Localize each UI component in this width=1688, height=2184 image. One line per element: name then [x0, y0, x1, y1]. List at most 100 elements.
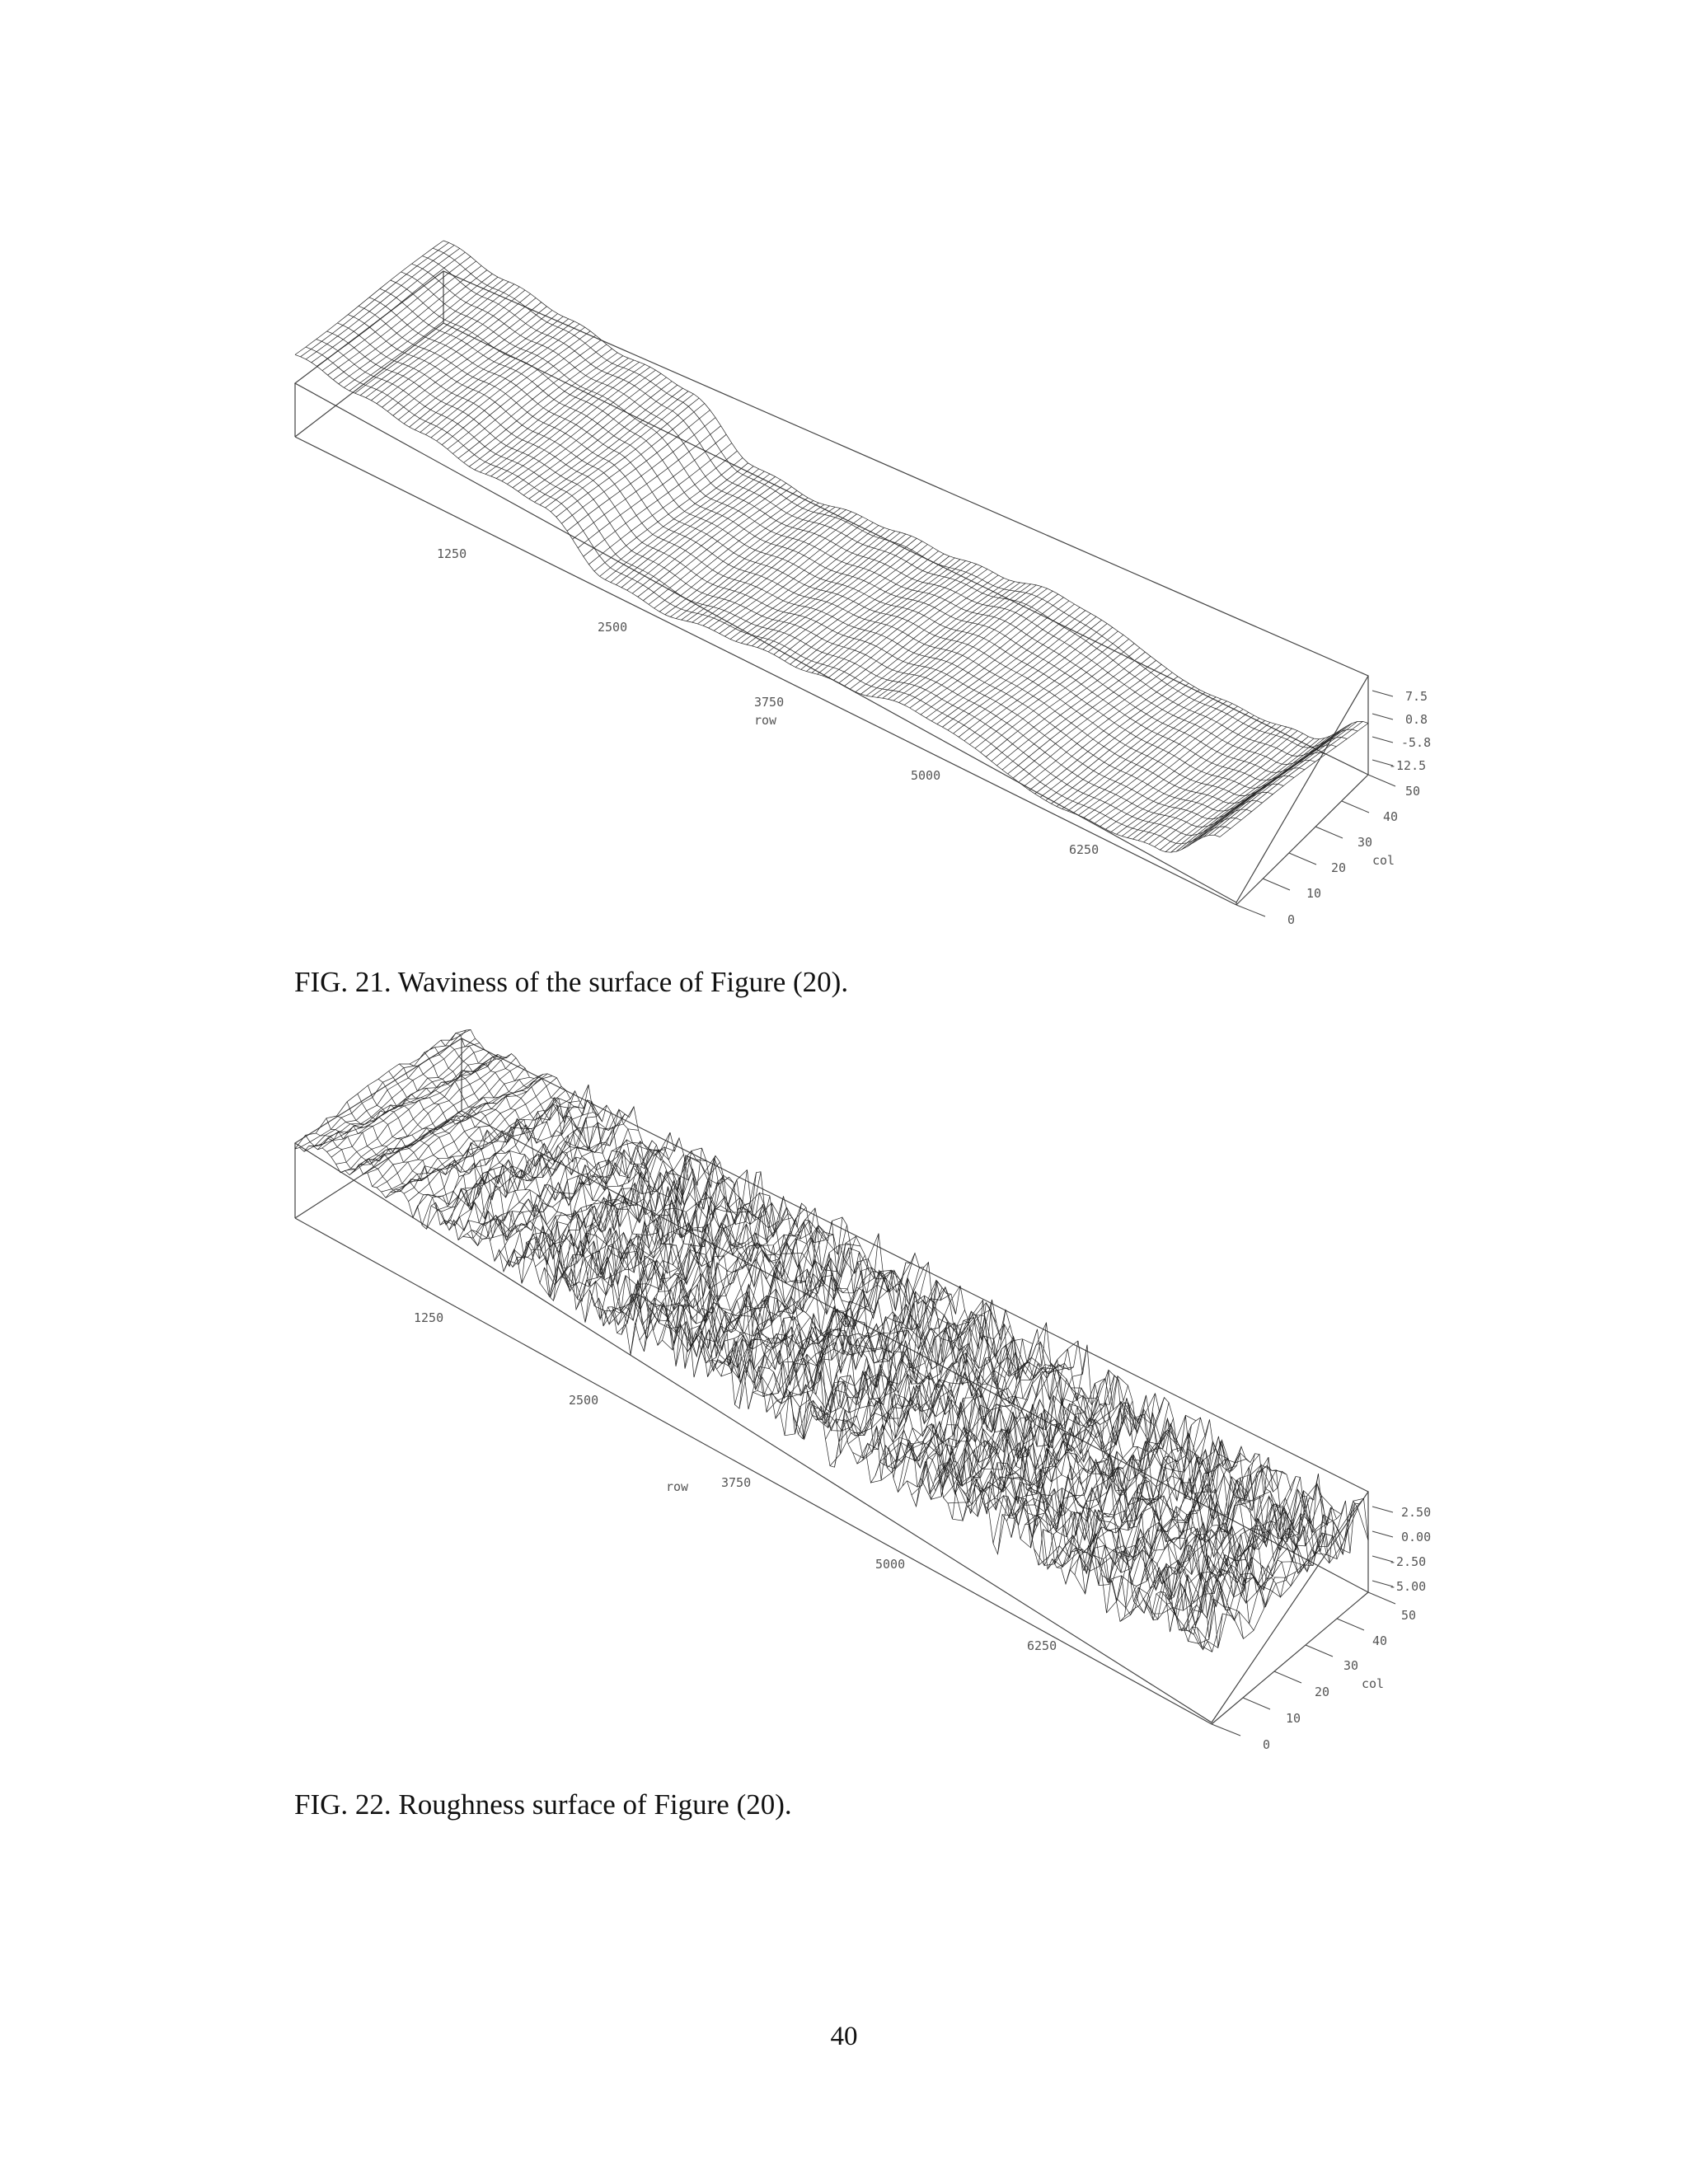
mesh-line-col-direction — [545, 393, 694, 509]
fig21-col-tick: 10 — [1306, 886, 1321, 901]
mesh-line-col-direction — [376, 289, 526, 404]
mesh-line-col-direction — [925, 1376, 1092, 1493]
mesh-line-col-direction — [983, 1408, 1151, 1506]
mesh-line-col-direction — [1116, 720, 1265, 835]
mesh-line-col-direction — [953, 620, 1102, 734]
mesh-line-col-direction — [1203, 723, 1353, 837]
fig21-row-tick: 1250 — [437, 546, 467, 561]
mesh-line-col-direction — [1051, 689, 1200, 804]
mesh-line-col-direction — [820, 1315, 988, 1432]
mesh-line-row-direction — [348, 314, 1273, 812]
mesh-line-col-direction — [1083, 1452, 1251, 1572]
mesh-line-col-direction — [562, 1177, 729, 1281]
mesh-line-col-direction — [1056, 691, 1206, 807]
mesh-line-col-direction — [670, 502, 819, 617]
mesh-line-col-direction — [779, 544, 928, 658]
mesh-line-col-direction — [1001, 656, 1151, 771]
mesh-line-col-direction — [1143, 728, 1292, 843]
mesh-line-col-direction — [365, 284, 515, 398]
mesh-line-col-direction — [1097, 1494, 1264, 1583]
fig21-col-tick: 40 — [1383, 809, 1398, 824]
mesh-line-col-direction — [893, 586, 1043, 701]
mesh-line-col-direction — [811, 1321, 979, 1421]
mesh-line-col-direction — [729, 1278, 898, 1385]
mesh-line-col-direction — [956, 1400, 1124, 1517]
mesh-line-col-direction — [681, 505, 830, 621]
mesh-line-col-direction — [871, 582, 1020, 697]
mesh-line-col-direction — [1121, 722, 1271, 837]
mesh-line-col-direction — [903, 590, 1053, 705]
mesh-line-col-direction — [907, 1366, 1074, 1488]
fig22-col-tick: 10 — [1286, 1711, 1301, 1726]
mesh-line-col-direction — [1119, 1469, 1287, 1622]
mesh-line-col-direction — [740, 529, 890, 644]
mesh-line-col-direction — [571, 1181, 738, 1303]
mesh-line-col-direction — [321, 1052, 490, 1149]
mesh-line-col-direction — [1146, 1489, 1315, 1620]
mesh-line-row-direction — [379, 288, 1306, 789]
fig21-col-tick: 30 — [1357, 835, 1372, 850]
mesh-line-row-direction — [368, 297, 1295, 796]
fig22-z-tick: -2.50 — [1389, 1554, 1426, 1569]
mesh-line-col-direction — [294, 1034, 462, 1150]
fig21-row-tick: 6250 — [1069, 842, 1099, 857]
mesh-line-col-direction — [909, 593, 1059, 709]
mesh-line-col-direction — [931, 607, 1081, 722]
mesh-line-col-direction — [501, 367, 651, 481]
mesh-line-col-direction — [1175, 738, 1325, 852]
fig22-col-ticks: 0 10 20 30 col 40 50 — [1263, 1608, 1416, 1752]
mesh-line-col-direction — [447, 335, 597, 450]
mesh-line-col-direction — [1007, 660, 1156, 775]
mesh-line-col-direction — [452, 340, 602, 454]
mesh-line-col-direction — [1165, 738, 1315, 852]
fig22-row-axis: 1250 2500 row 3750 5000 6250 — [414, 1310, 1057, 1653]
fig22-col-tick: 50 — [1401, 1608, 1416, 1623]
mesh-line-col-direction — [915, 597, 1064, 712]
mesh-line-col-direction — [340, 1057, 508, 1174]
fig22-col-tick: 40 — [1372, 1633, 1387, 1648]
mesh-line-col-direction — [1061, 1453, 1228, 1568]
mesh-line-col-direction — [385, 1076, 553, 1198]
mesh-line-col-direction — [659, 497, 809, 612]
fig21-col-tick: 50 — [1405, 784, 1420, 799]
mesh-line-col-direction — [441, 330, 591, 445]
mesh-line-col-direction — [580, 1169, 748, 1301]
mesh-line-row-direction — [294, 354, 1221, 853]
mesh-line-col-direction — [335, 1057, 503, 1165]
mesh-line-col-direction — [311, 248, 461, 363]
mesh-line-col-direction — [757, 533, 907, 648]
mesh-line-col-direction — [1029, 676, 1179, 791]
mesh-line-col-direction — [1192, 1503, 1360, 1651]
fig22-row-tick: 6250 — [1027, 1638, 1057, 1653]
mesh-line-col-direction — [630, 1207, 798, 1356]
mesh-line-col-direction — [616, 471, 765, 585]
mesh-line-col-direction — [822, 561, 972, 677]
mesh-line-col-direction — [490, 1145, 657, 1241]
mesh-line-row-direction — [390, 279, 1315, 781]
mesh-line-col-direction — [1127, 724, 1277, 838]
mesh-line-col-direction — [735, 527, 884, 642]
mesh-line-col-direction — [795, 553, 945, 668]
mesh-line-col-direction — [359, 281, 509, 396]
mesh-line-col-direction — [409, 313, 558, 428]
fig21-col-tick: 20 — [1331, 860, 1346, 875]
mesh-line-col-direction — [757, 1267, 925, 1395]
mesh-line-col-direction — [316, 251, 466, 367]
mesh-line-col-direction — [556, 403, 706, 518]
mesh-line-col-direction — [942, 613, 1091, 728]
fig22-col-tick: 0 — [1263, 1737, 1270, 1752]
mesh-line-col-direction — [643, 486, 792, 601]
mesh-line-col-direction — [929, 1392, 1097, 1494]
mesh-line-col-direction — [332, 265, 482, 380]
mesh-line-col-direction — [833, 566, 982, 681]
mesh-line-col-direction — [952, 1369, 1119, 1521]
mesh-line-col-direction — [539, 1155, 707, 1299]
mesh-line-col-direction — [635, 1202, 802, 1333]
mesh-line-col-direction — [518, 377, 667, 492]
fig21-z-ticks: 7.5 0.8 -5.8 -12.5 — [1389, 689, 1431, 773]
mesh-line-col-direction — [1012, 663, 1162, 779]
figure-22: 1250 2500 row 3750 5000 6250 0 10 20 30 … — [293, 1029, 1431, 1752]
mesh-line-col-direction — [980, 639, 1129, 753]
mesh-line-col-direction — [305, 245, 455, 360]
mesh-line-col-direction — [382, 293, 531, 408]
